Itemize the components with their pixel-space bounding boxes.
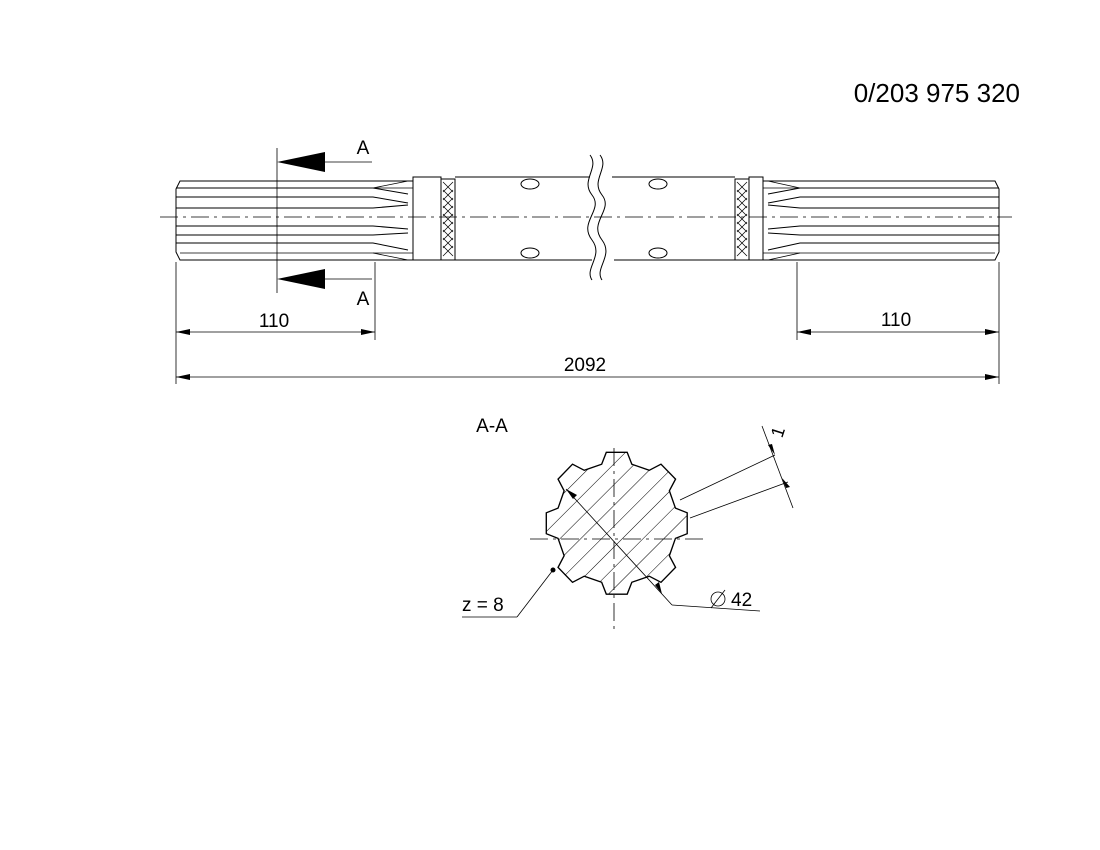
section-view-title: A-A xyxy=(476,416,508,437)
spline-profile xyxy=(545,451,688,595)
spline-depth-dimension xyxy=(679,425,794,519)
diameter-symbol-icon xyxy=(710,591,726,607)
left-collar xyxy=(412,176,456,261)
dimension-spline-right: 110 xyxy=(881,310,911,331)
right-collar xyxy=(734,176,764,261)
left-spline-end xyxy=(175,180,414,261)
section-cut-markers xyxy=(276,148,372,293)
shaft-elevation xyxy=(160,154,1012,281)
spline-cross-section xyxy=(530,448,705,630)
dimension-overall-length: 2092 xyxy=(564,355,606,376)
dimension-spline-depth: 1 xyxy=(767,424,789,440)
section-marker-bottom: A xyxy=(357,289,370,310)
teeth-count-label: z = 8 xyxy=(462,595,504,616)
part-number: 0/203 975 320 xyxy=(854,78,1020,108)
dimension-diameter: 42 xyxy=(731,590,752,611)
shaft-body xyxy=(455,154,735,281)
diameter-dimension xyxy=(565,488,761,612)
dimension-lines xyxy=(175,262,1000,384)
section-marker-top: A xyxy=(357,138,370,159)
dimension-spline-left: 110 xyxy=(259,311,289,332)
teeth-count-leader xyxy=(462,567,556,618)
right-spline-end xyxy=(763,180,1000,261)
